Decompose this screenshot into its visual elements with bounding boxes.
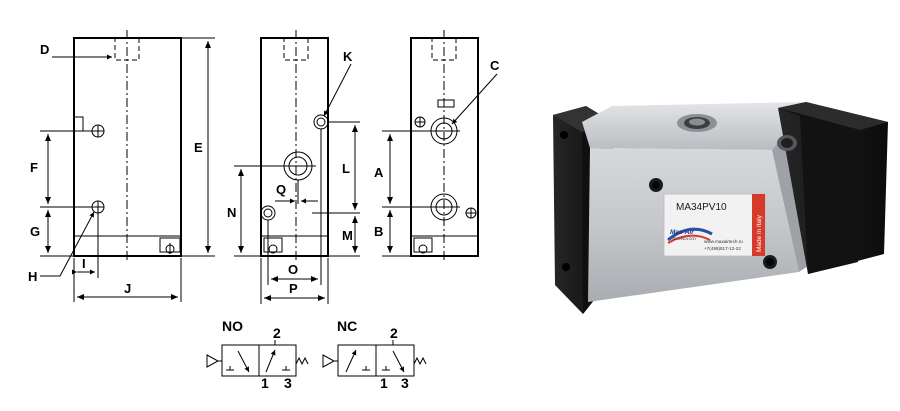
label-C: C bbox=[490, 58, 500, 73]
pilot-triangle-icon bbox=[206, 354, 220, 368]
product-photo: Made in Italy MA34PV10 Max-Air TECHNOLOG… bbox=[553, 102, 888, 314]
label-B: B bbox=[374, 224, 383, 239]
website: www.maxairtech.ru bbox=[704, 239, 743, 244]
label-E: E bbox=[194, 140, 203, 155]
label-P: P bbox=[289, 281, 298, 296]
label-Q: Q bbox=[276, 182, 286, 197]
label-H: H bbox=[28, 269, 37, 284]
label-J: J bbox=[124, 281, 131, 296]
label-N: N bbox=[227, 205, 236, 220]
product-label bbox=[663, 193, 766, 257]
symbol-nc-title: NC bbox=[337, 318, 357, 334]
rear-view: C A B bbox=[374, 30, 500, 262]
symbol-no-port-3: 3 bbox=[284, 375, 292, 391]
spring-icon bbox=[295, 356, 309, 366]
label-G: G bbox=[30, 224, 40, 239]
symbol-nc: NC 2 1 3 bbox=[322, 318, 427, 391]
symbol-no-port-2: 2 bbox=[273, 325, 281, 341]
label-F: F bbox=[30, 160, 38, 175]
end-mount-hole-upper bbox=[313, 114, 329, 130]
symbol-no: NO 2 1 3 bbox=[206, 318, 309, 391]
label-K: K bbox=[343, 49, 353, 64]
symbol-nc-port-2: 2 bbox=[390, 325, 398, 341]
end-view: K L M N Q O P bbox=[227, 30, 360, 304]
label-D: D bbox=[40, 42, 49, 57]
brand-swoosh-icon bbox=[667, 227, 713, 242]
symbol-no-title: NO bbox=[222, 318, 243, 334]
model-number: MA34PV10 bbox=[676, 202, 727, 213]
symbol-no-port-1: 1 bbox=[261, 375, 269, 391]
label-M: M bbox=[342, 228, 353, 243]
brand-sub: TECHNOLOGY bbox=[672, 237, 697, 241]
made-in-text: Made in Italy bbox=[756, 214, 763, 252]
label-A: A bbox=[374, 165, 384, 180]
brand-name: Max-Air bbox=[670, 229, 694, 236]
symbol-nc-port-3: 3 bbox=[401, 375, 409, 391]
end-view-body bbox=[260, 37, 329, 257]
spring-icon bbox=[413, 356, 427, 366]
side-view: D E F G H I J bbox=[28, 30, 215, 302]
label-I: I bbox=[82, 256, 86, 271]
made-in-tag bbox=[752, 194, 765, 256]
pilot-triangle-icon bbox=[322, 354, 336, 368]
symbol-nc-port-1: 1 bbox=[380, 375, 388, 391]
label-O: O bbox=[288, 262, 298, 277]
phone: +7(499)517-12-22 bbox=[704, 246, 741, 251]
end-mount-hole-lower bbox=[260, 205, 276, 221]
label-L: L bbox=[342, 161, 350, 176]
